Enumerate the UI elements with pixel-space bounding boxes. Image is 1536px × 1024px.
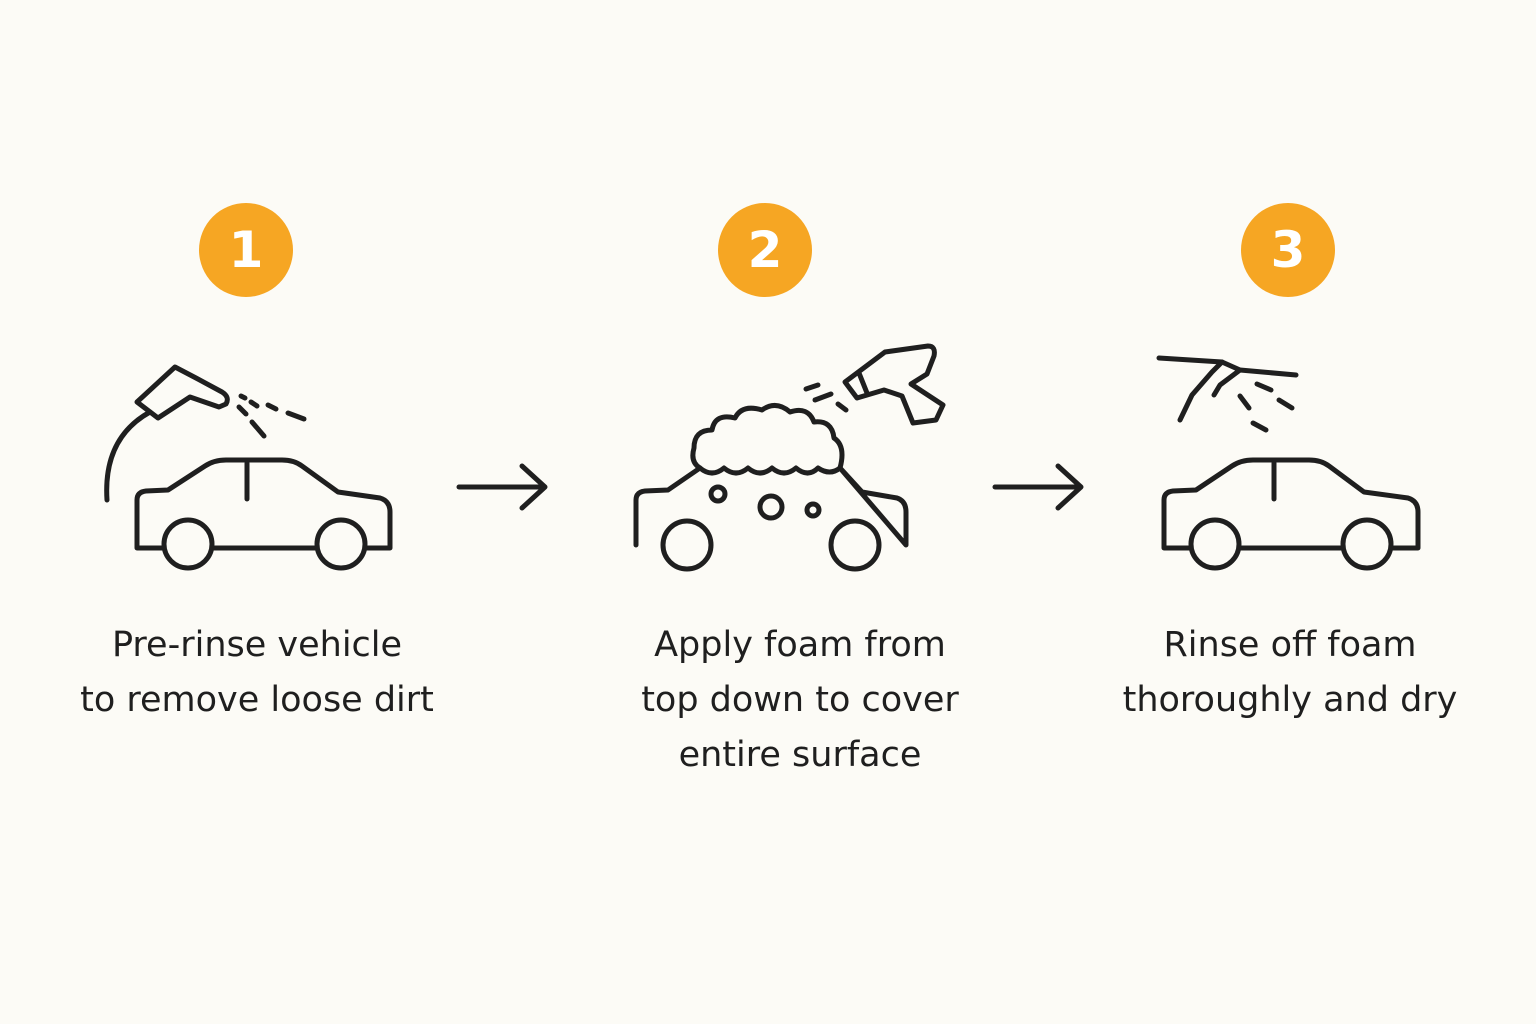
step-1-badge: 1	[199, 203, 293, 297]
spray-wand-car-icon	[1156, 355, 1421, 571]
foam-cannon-car-icon	[633, 343, 946, 572]
step-1-caption-line-1: Pre-rinse vehicle	[111, 625, 403, 665]
step-2-caption-line-2: top down to cover	[641, 680, 959, 720]
step-3-badge: 3	[1241, 203, 1335, 297]
step-2-caption-line-3: entire surface	[678, 735, 922, 775]
step-3-caption: Rinse off foam thoroughly and dry	[1080, 618, 1500, 728]
step-2-caption-line-1: Apply foam from	[654, 625, 946, 665]
step-3-caption-line-1: Rinse off foam	[1163, 625, 1417, 665]
step-2-caption: Apply foam from top down to cover entire…	[590, 618, 1010, 783]
pressure-washer-car-icon	[104, 364, 393, 571]
step-2-badge: 2	[718, 203, 812, 297]
arrow-right-icon	[456, 463, 548, 511]
step-3-caption-line-2: thoroughly and dry	[1122, 680, 1458, 720]
step-1-caption-line-2: to remove loose dirt	[80, 680, 434, 720]
step-1-caption: Pre-rinse vehicle to remove loose dirt	[47, 618, 467, 728]
arrow-right-icon	[992, 463, 1084, 511]
